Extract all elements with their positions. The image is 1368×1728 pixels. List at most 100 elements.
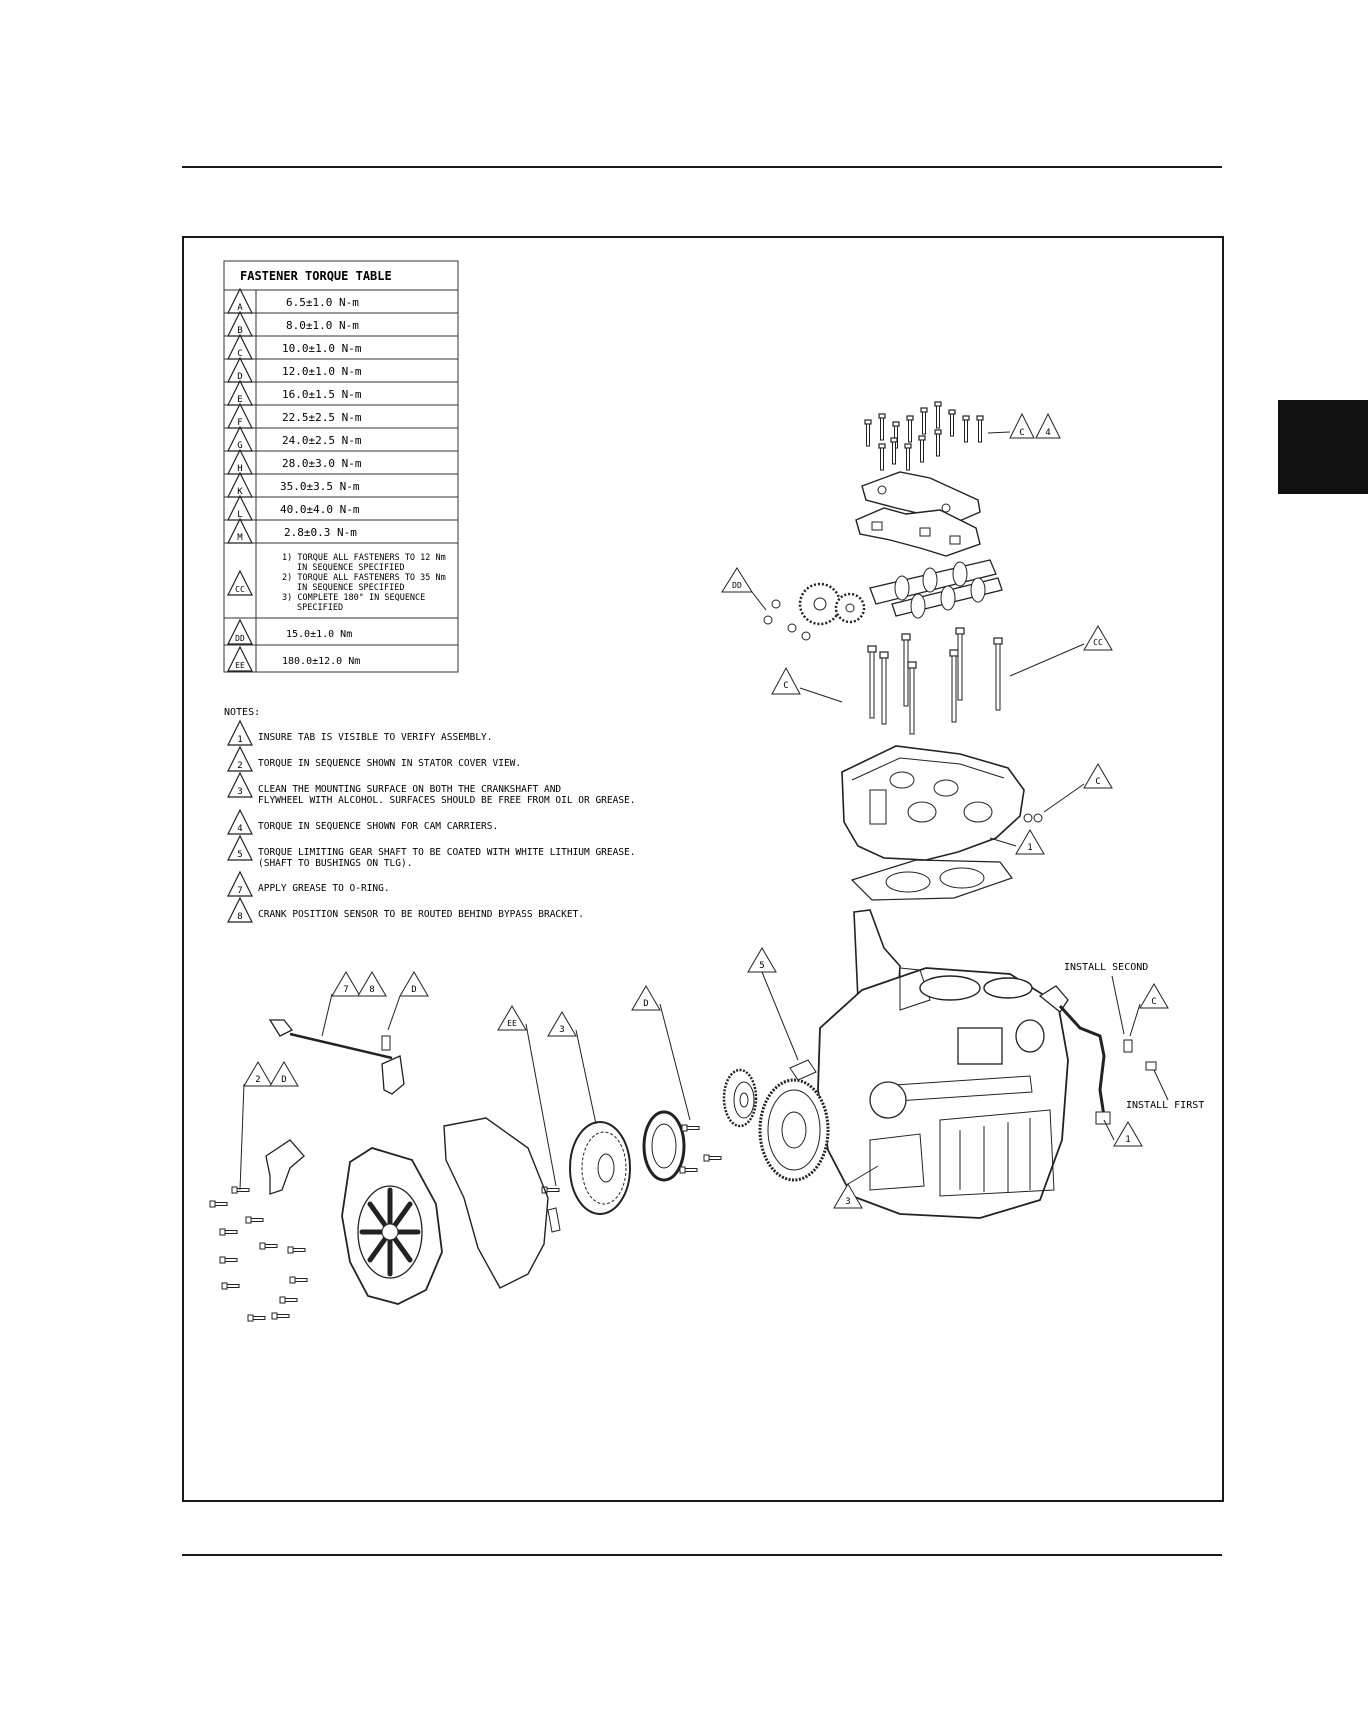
cam-sprocket-exhaust (834, 592, 866, 624)
notes-heading: NOTES: (224, 707, 260, 718)
callout-c4: C 4 (987, 412, 1061, 439)
camshafts (869, 559, 1003, 619)
note-text: FLYWHEEL WITH ALCOHOL. SURFACES SHOULD B… (258, 795, 636, 806)
torque-row: B 8.0±1.0 N-m (227, 311, 359, 337)
callout-note-5: 5 (747, 947, 799, 1061)
torque-note: 1) TORQUE ALL FASTENERS TO 12 Nm (282, 553, 446, 563)
torque-code: G (237, 441, 242, 451)
torque-code: CC (235, 585, 245, 594)
callout-number: 3 (845, 1197, 850, 1207)
torque-value: 2.8±0.3 N-m (284, 526, 357, 539)
torque-code: C (237, 349, 242, 359)
starter-clutch (642, 1110, 686, 1182)
callout-c-right: C (1129, 983, 1169, 1037)
torque-table: FASTENER TORQUE TABLE A 6.5±1.0 N-m B 8.… (223, 260, 459, 673)
torque-note: SPECIFIED (297, 603, 343, 613)
install-second-label: INSTALL SECOND (1064, 962, 1148, 973)
torque-code: E (237, 395, 242, 405)
footer-rule (182, 1554, 1222, 1556)
note-text: (SHAFT TO BUSHINGS ON TLG). (258, 858, 412, 869)
note-item: 4 TORQUE IN SEQUENCE SHOWN FOR CAM CARRI… (227, 809, 498, 835)
callout-note-1-head: 1 (989, 829, 1045, 855)
note-text: CRANK POSITION SENSOR TO BE ROUTED BEHIN… (258, 909, 584, 920)
cam-carrier-bolts (864, 401, 984, 471)
cam-carrier-upper (861, 471, 981, 527)
torque-row: D 12.0±1.0 N-m (227, 357, 362, 383)
notes-block: NOTES: 1 INSURE TAB IS VISIBLE TO VERIFY… (224, 707, 636, 923)
callout-number: 2 (255, 1075, 260, 1085)
torque-code: L (237, 510, 242, 520)
note-text: CLEAN THE MOUNTING SURFACE ON BOTH THE C… (258, 784, 561, 795)
note-number: 1 (237, 735, 242, 745)
torque-code: B (237, 326, 242, 336)
torque-row: F 22.5±2.5 N-m (227, 403, 362, 429)
torque-value: 6.5±1.0 N-m (286, 296, 359, 309)
torque-value: 40.0±4.0 N-m (280, 503, 360, 516)
torque-value: 180.0±12.0 Nm (282, 656, 360, 667)
crank-position-sensor (268, 1019, 405, 1095)
torque-note: 3) COMPLETE 180° IN SEQUENCE (282, 593, 425, 603)
install-first-label: INSTALL FIRST (1126, 1100, 1204, 1111)
callout-letter: C (1019, 428, 1024, 438)
note-text: TORQUE IN SEQUENCE SHOWN FOR CAM CARRIER… (258, 821, 498, 832)
torque-code: H (237, 464, 242, 474)
torque-row: DD 15.0±1.0 Nm (227, 619, 352, 645)
torque-table-title: FASTENER TORQUE TABLE (240, 269, 392, 283)
torque-value: 28.0±3.0 N-m (282, 457, 362, 470)
callout-2-d: 2 D (239, 1061, 299, 1191)
callout-note-3-engine: 3 (833, 1165, 879, 1209)
header-rule (182, 166, 1222, 168)
rotor (569, 1121, 631, 1215)
torque-row: CC 1) TORQUE ALL FASTENERS TO 12 Nm IN S… (227, 553, 446, 613)
callout-number: 1 (1125, 1135, 1130, 1145)
torque-note: IN SEQUENCE SPECIFIED (297, 563, 404, 573)
cylinder-head-bolts (867, 627, 1003, 735)
callout-cc: CC (1009, 625, 1113, 677)
head-nut (1023, 813, 1043, 823)
torque-limiting-gear (722, 1068, 758, 1128)
sensor-bolt (381, 1035, 391, 1051)
note-item: 7 APPLY GREASE TO O-RING. (227, 871, 390, 897)
note-item: 8 CRANK POSITION SENSOR TO BE ROUTED BEH… (227, 897, 584, 923)
torque-row: E 16.0±1.5 N-m (227, 380, 362, 406)
torque-code: K (237, 487, 243, 497)
callout-letter: D (411, 985, 416, 995)
note-number: 3 (237, 787, 242, 797)
note-number: 8 (237, 912, 242, 922)
torque-row: H 28.0±3.0 N-m (227, 449, 362, 475)
callout-note-1-right: 1 (1103, 1119, 1143, 1147)
cylinder-head (841, 745, 1025, 861)
torque-note: 2) TORQUE ALL FASTENERS TO 35 Nm (282, 573, 446, 583)
torque-value: 24.0±2.5 N-m (282, 434, 362, 447)
callout-c-bolts: C (771, 666, 843, 703)
note-number: 4 (237, 824, 242, 834)
callout-ee: EE (497, 1005, 557, 1187)
callout-letter: D (643, 999, 648, 1009)
diagram-frame (182, 236, 1224, 1502)
callout-d-tlg: D (631, 985, 691, 1121)
tlg-shaft (789, 1059, 817, 1081)
callout-dd: DD (721, 567, 767, 611)
callout-number: 8 (369, 985, 374, 995)
torque-code: DD (235, 634, 245, 643)
note-number: 5 (237, 850, 242, 860)
cam-carrier-lower (855, 507, 981, 557)
callout-number: 3 (559, 1025, 564, 1035)
engine-block (817, 909, 1069, 1219)
cam-sprocket-intake (798, 582, 842, 626)
note-text: INSURE TAB IS VISIBLE TO VERIFY ASSEMBLY… (258, 732, 493, 743)
chapter-tab (1278, 400, 1368, 494)
callout-letter: DD (732, 581, 742, 590)
torque-row: M 2.8±0.3 N-m (227, 518, 357, 544)
note-item: 2 TORQUE IN SEQUENCE SHOWN IN STATOR COV… (227, 746, 521, 772)
torque-row: L 40.0±4.0 N-m (227, 495, 360, 521)
stator-cover-bolts (209, 1186, 308, 1322)
callout-letter: D (281, 1075, 286, 1085)
head-gasket (850, 859, 1013, 901)
torque-value: 12.0±1.0 N-m (282, 365, 362, 378)
callout-number: 5 (759, 961, 764, 971)
torque-row: EE 180.0±12.0 Nm (227, 646, 360, 672)
bypass-bracket (265, 1139, 305, 1195)
clutch-bolts (679, 1124, 722, 1174)
